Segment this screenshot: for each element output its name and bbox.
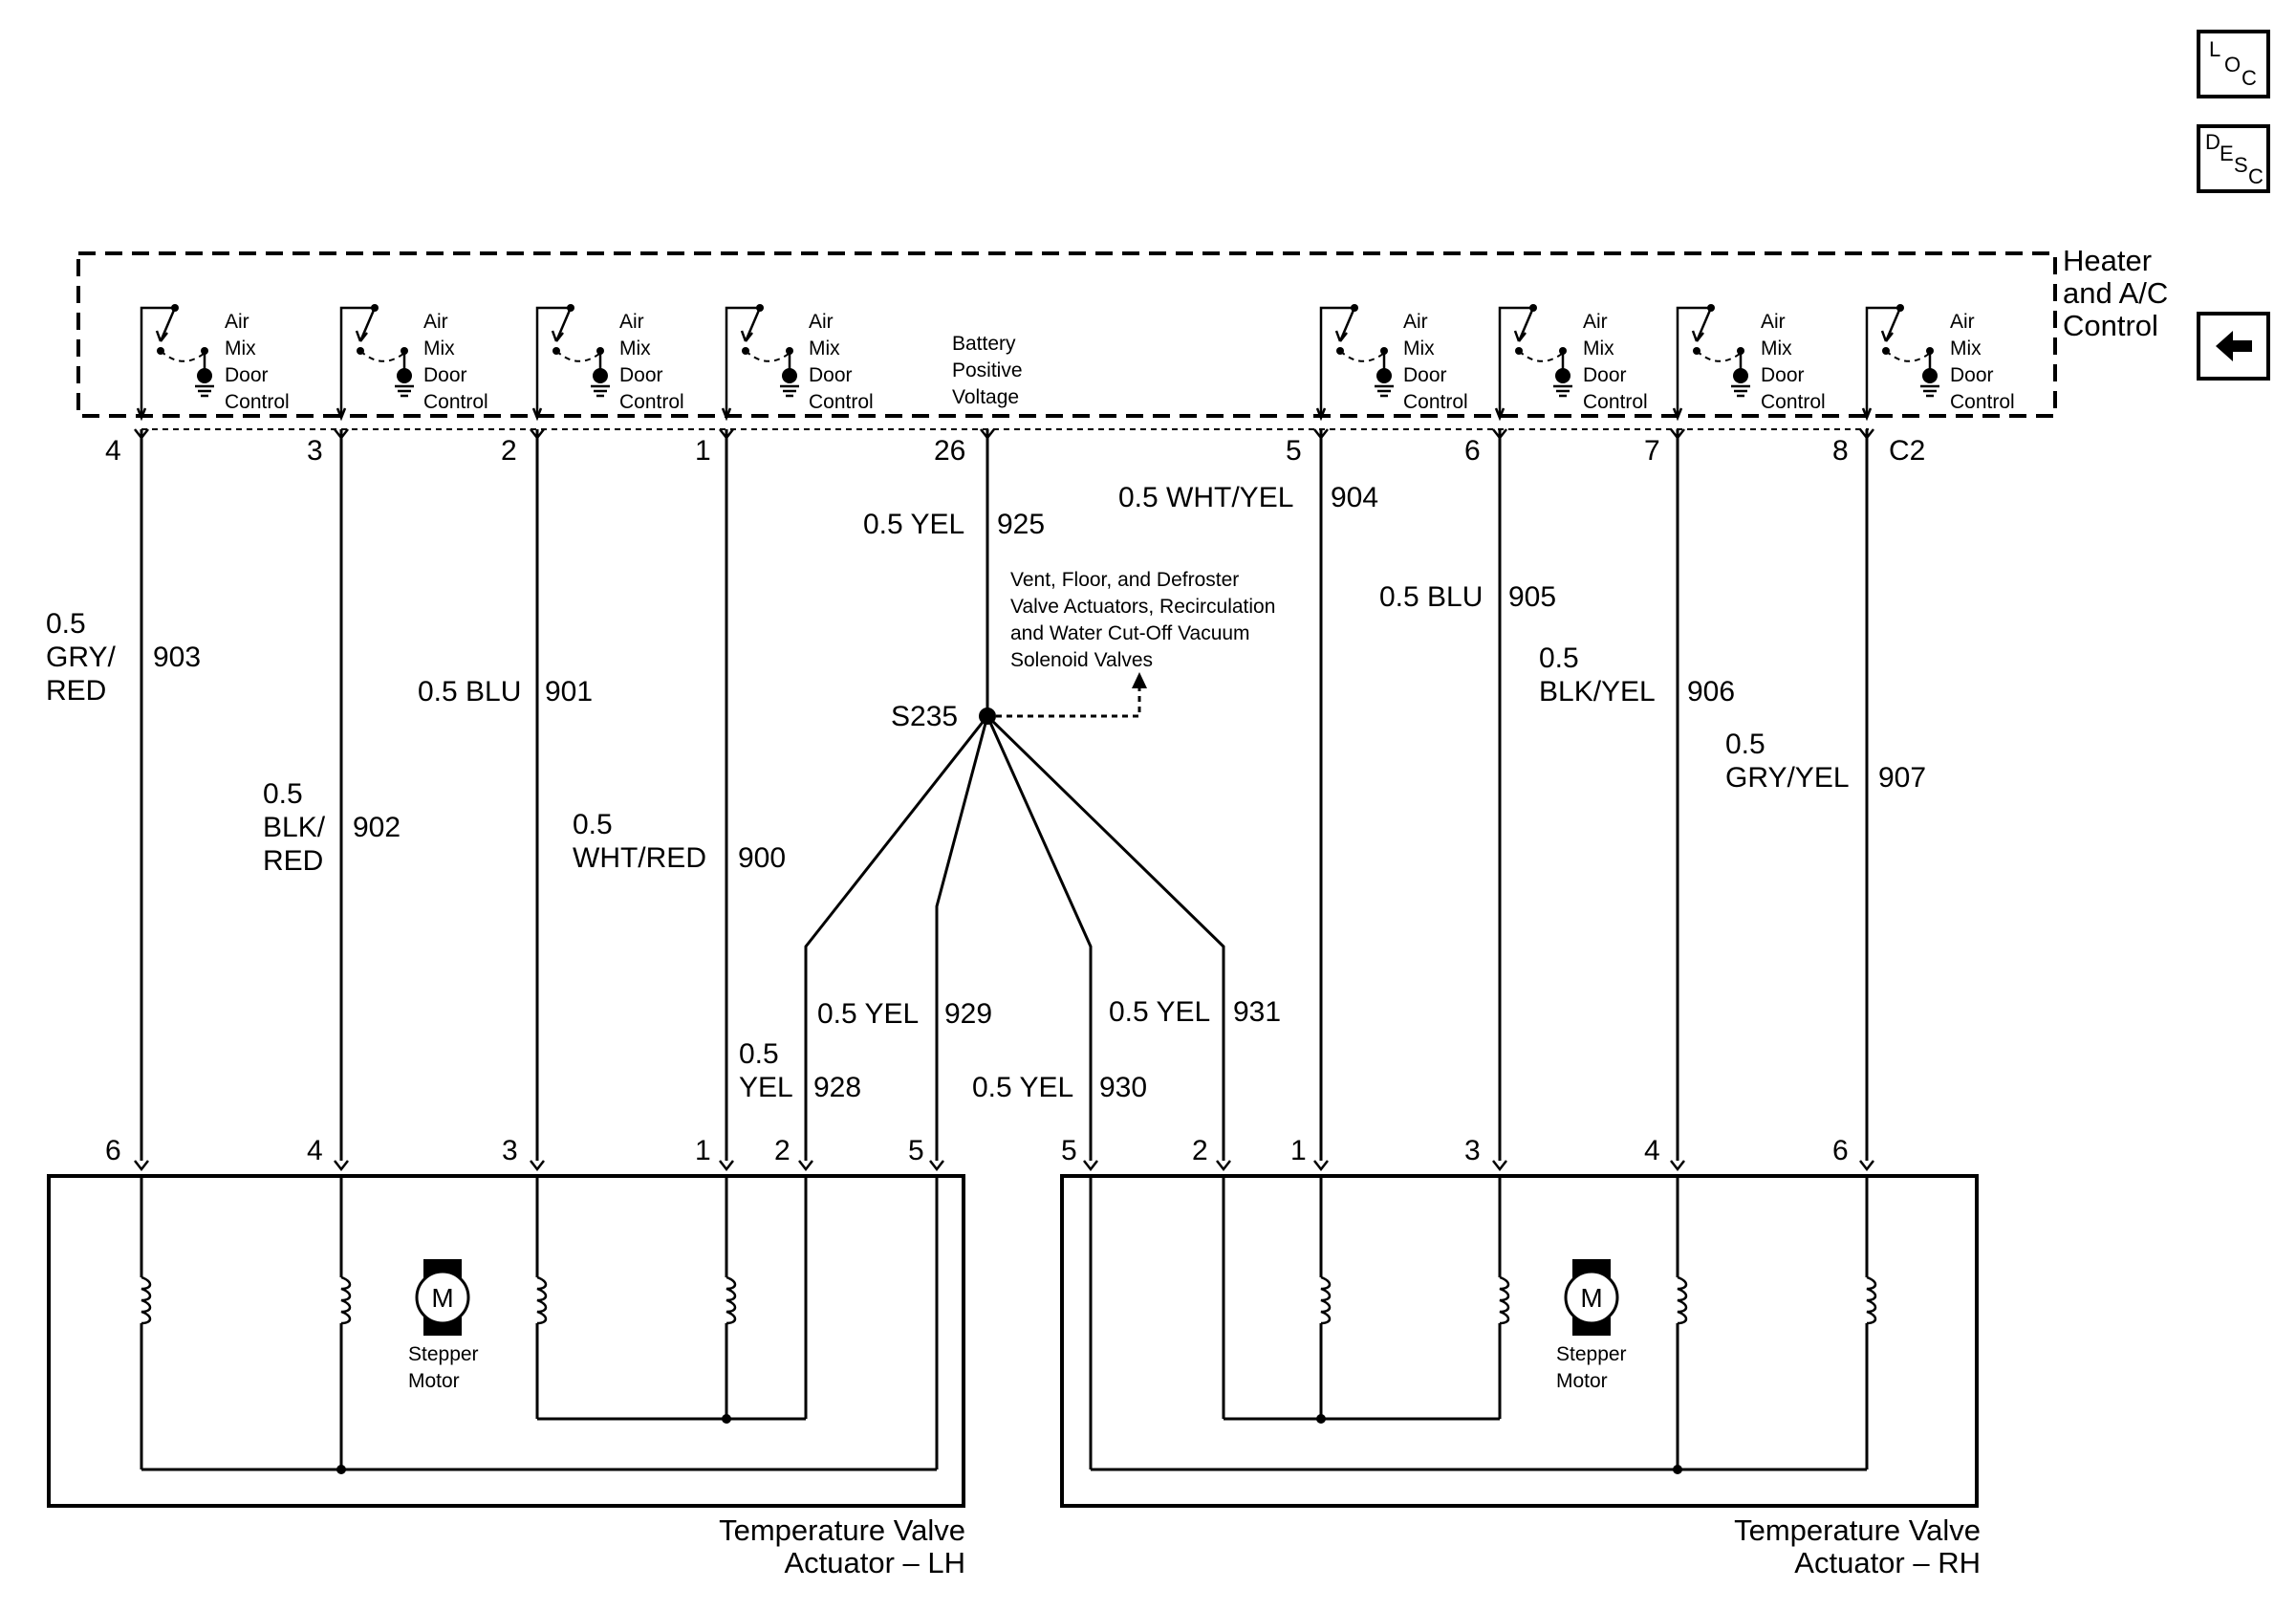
- controller-pin-5: 5: [1286, 435, 1302, 467]
- air-mix-door-switch-8: [1861, 302, 1941, 420]
- loc-letter-l: L: [2209, 37, 2221, 61]
- circuit-931: 931: [1233, 996, 1281, 1028]
- heater-ac-control-box: [76, 251, 2057, 418]
- circuit-901: 901: [545, 676, 593, 708]
- air-mix-door-switch-1: [136, 302, 216, 420]
- circuit-906: 906: [1687, 676, 1735, 708]
- wire-label-904: 0.5 WHT/YEL: [1118, 482, 1293, 513]
- controller-pin-6: 6: [1464, 435, 1481, 467]
- desc-letter-e: E: [2220, 142, 2234, 165]
- circuit-928: 928: [813, 1072, 861, 1103]
- wire-label-905: 0.5 BLU: [1379, 581, 1483, 613]
- rh-pin-5: 5: [1061, 1135, 1077, 1166]
- wire-label-929: 0.5 YEL: [817, 998, 919, 1030]
- air-mix-door-switch-3: [531, 302, 612, 420]
- back-button[interactable]: [2197, 312, 2270, 381]
- controller-pin-2: 2: [501, 435, 517, 467]
- desc-letter-d: D: [2205, 130, 2220, 154]
- desc-letter-s: S: [2234, 153, 2248, 177]
- rh-motor-symbol: M: [1580, 1283, 1602, 1313]
- air-mix-door-switch-4: [721, 302, 801, 420]
- controller-pin-marks: [133, 427, 1875, 440]
- lh-actuator-pin-marks: [133, 1159, 945, 1171]
- left-arrow-icon: [2216, 331, 2252, 361]
- controller-pin-26: 26: [934, 435, 965, 467]
- wire-label-925: 0.5 YEL: [863, 509, 964, 540]
- rh-pin-6: 6: [1832, 1135, 1849, 1166]
- lh-pin-2: 2: [774, 1135, 791, 1166]
- circuit-902: 902: [353, 812, 401, 843]
- circuit-904: 904: [1331, 482, 1378, 513]
- circuit-903: 903: [153, 642, 201, 673]
- circuit-900: 900: [738, 842, 786, 874]
- circuit-905: 905: [1508, 581, 1556, 613]
- lh-internal-wiring: [140, 1176, 939, 1474]
- circuit-907: 907: [1878, 762, 1926, 794]
- lh-pin-5: 5: [908, 1135, 924, 1166]
- splice-note: Vent, Floor, and Defroster Valve Actuato…: [1010, 569, 1281, 671]
- splice-s235: [979, 708, 996, 725]
- controller-pin-3: 3: [307, 435, 323, 467]
- desc-button[interactable]: D E S C: [2197, 124, 2270, 193]
- air-mix-door-switch-6: [1494, 302, 1574, 420]
- loc-button[interactable]: L O C: [2197, 30, 2270, 98]
- wire-label-931: 0.5 YEL: [1109, 996, 1210, 1028]
- wire-label-901: 0.5 BLU: [418, 676, 521, 708]
- air-mix-door-switch-7: [1672, 302, 1752, 420]
- air-mix-door-switch-2: [336, 302, 416, 420]
- rh-internal-wiring: [1089, 1176, 1869, 1474]
- controller-pin-1: 1: [695, 435, 711, 467]
- circuit-925: 925: [997, 509, 1045, 540]
- wire-lines: [140, 429, 1869, 1161]
- loc-letter-o: O: [2224, 53, 2242, 76]
- circuit-929: 929: [944, 998, 992, 1030]
- lh-pin-3: 3: [502, 1135, 518, 1166]
- connector-c2-label: C2: [1889, 435, 1925, 467]
- lh-pin-1: 1: [695, 1135, 711, 1166]
- rh-pin-3: 3: [1464, 1135, 1481, 1166]
- rh-pin-2: 2: [1192, 1135, 1208, 1166]
- rh-pin-1: 1: [1290, 1135, 1307, 1166]
- lh-pin-4: 4: [307, 1135, 323, 1166]
- air-mix-door-switch-5: [1315, 302, 1396, 420]
- reference-arrow-icon: [1132, 672, 1147, 688]
- loc-letter-c: C: [2242, 66, 2257, 90]
- heater-ac-control-title: Heater and A/C Control: [2063, 244, 2177, 342]
- lh-pin-6: 6: [105, 1135, 121, 1166]
- controller-pin-7: 7: [1644, 435, 1660, 467]
- circuit-930: 930: [1099, 1072, 1147, 1103]
- splice-s235-label: S235: [891, 701, 958, 732]
- wire-label-930: 0.5 YEL: [972, 1072, 1073, 1103]
- lh-motor-symbol: M: [431, 1283, 453, 1313]
- lh-actuator-box: [47, 1174, 965, 1508]
- controller-pin-4: 4: [105, 435, 121, 467]
- desc-letter-c: C: [2248, 164, 2264, 188]
- rh-pin-4: 4: [1644, 1135, 1660, 1166]
- rh-actuator-box: [1060, 1174, 1979, 1508]
- controller-pin-8: 8: [1832, 435, 1849, 467]
